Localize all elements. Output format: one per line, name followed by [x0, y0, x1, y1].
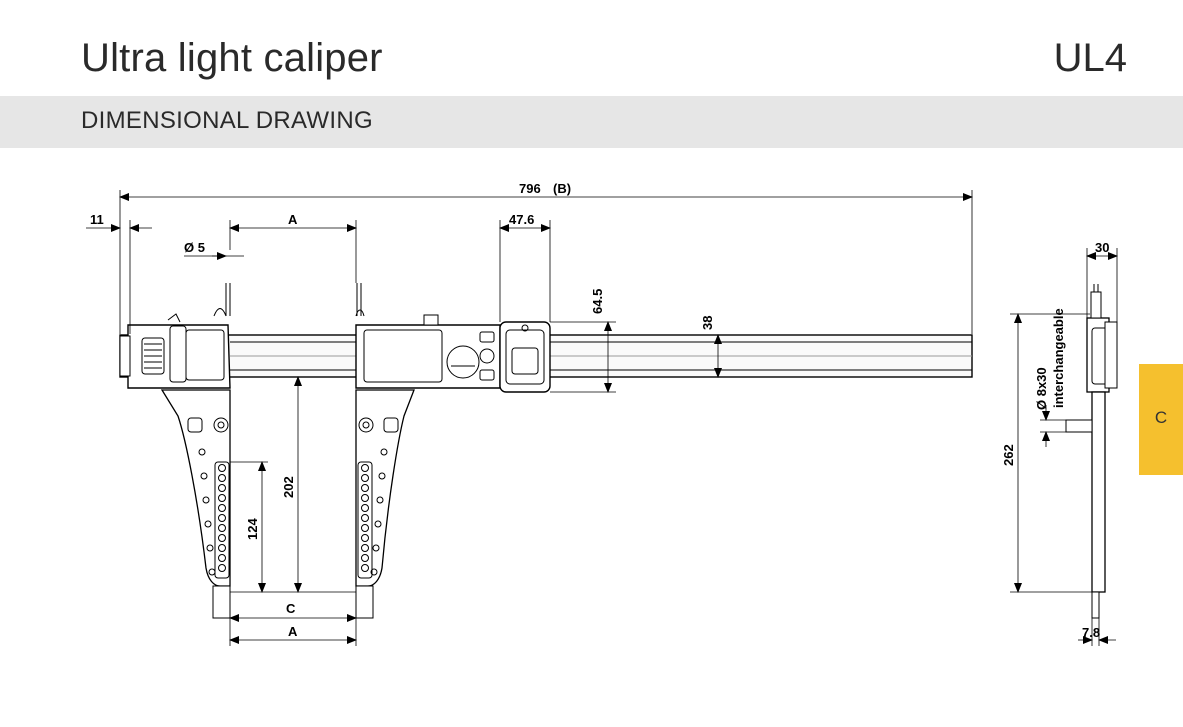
chapter-tab[interactable]: C — [1139, 364, 1183, 475]
dim-short-jaw-depth: 124 — [245, 518, 260, 540]
sliding-lower-jaw — [355, 389, 415, 619]
side-view — [1065, 284, 1118, 619]
dim-overall-length: 796 — [519, 181, 541, 196]
fixed-jaw-head — [119, 283, 231, 389]
dim-side-height: 262 — [1001, 444, 1016, 466]
dim-pin-diameter: Ø 5 — [184, 240, 205, 255]
dim-jaw-spacing-bottom: A — [288, 624, 298, 639]
sliding-jaw-head — [355, 283, 501, 389]
dim-inner-gap: C — [286, 601, 296, 616]
model-code: UL4 — [1053, 36, 1127, 80]
dim-side-width: 30 — [1095, 240, 1109, 255]
dim-slider-height: 64.5 — [590, 289, 605, 314]
section-band — [0, 96, 1183, 148]
dim-jaw-spacing-top: A — [288, 212, 298, 227]
chapter-tab-label: C — [1154, 408, 1168, 427]
dim-jaw-thickness: 7.8 — [1082, 625, 1100, 640]
fine-adjust-slider — [499, 321, 551, 393]
dim-beam-height: 38 — [700, 316, 715, 330]
dim-slider-width: 47.6 — [509, 212, 534, 227]
dim-jaw-offset: 11 — [90, 212, 104, 227]
dim-tip-spec: Ø 8x30 — [1034, 367, 1049, 410]
page-title: Ultra light caliper — [81, 36, 383, 80]
dim-tip-note: interchangeable — [1051, 308, 1066, 408]
fixed-lower-jaw — [160, 389, 231, 619]
dimension-lines — [86, 190, 1118, 646]
section-title: DIMENSIONAL DRAWING — [81, 107, 373, 134]
dim-overall-label: (B) — [553, 181, 571, 196]
dim-jaw-depth: 202 — [281, 476, 296, 498]
